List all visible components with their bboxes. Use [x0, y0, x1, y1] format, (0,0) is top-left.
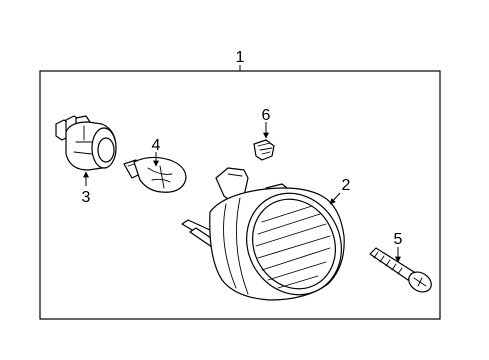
- bulb-socket-part: [55, 115, 117, 171]
- callout-6: 6: [262, 107, 271, 124]
- callout-1: 1: [236, 49, 245, 66]
- leader-2: [329, 192, 341, 205]
- callout-3: 3: [82, 189, 91, 206]
- screw-part: [369, 247, 432, 293]
- callout-4: 4: [152, 137, 161, 154]
- callout-5: 5: [394, 231, 403, 248]
- lamp-housing-part: [181, 167, 345, 301]
- bulb-part: [123, 156, 187, 193]
- clip-part: [253, 139, 275, 161]
- callout-2: 2: [342, 177, 351, 194]
